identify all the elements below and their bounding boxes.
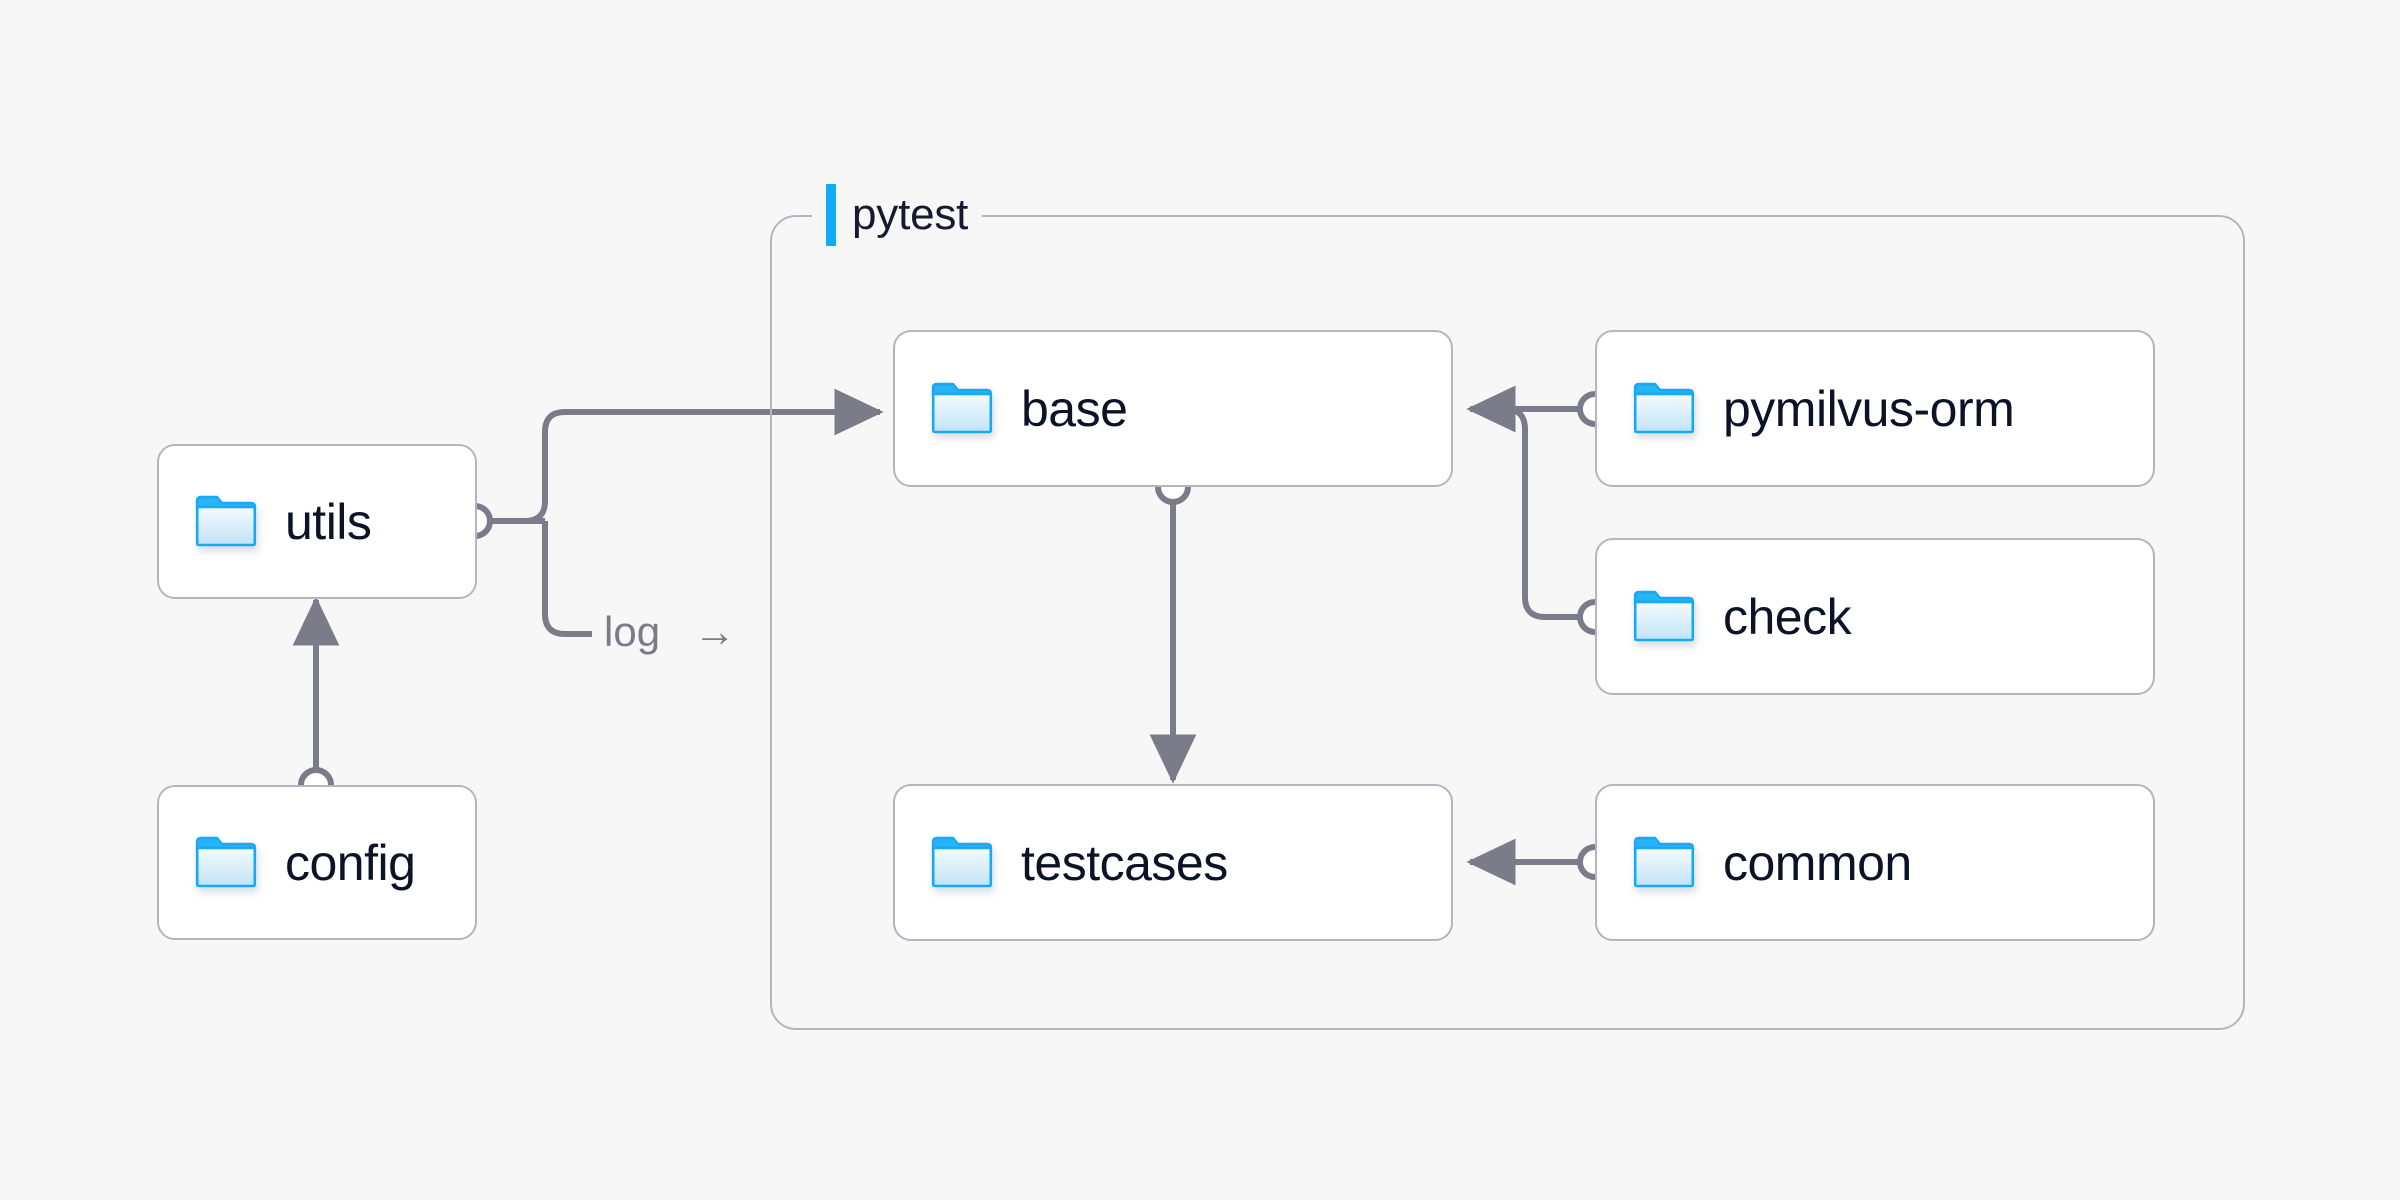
node-label-base: base [1021,380,1128,437]
node-config[interactable]: config [157,785,477,940]
node-base[interactable]: base [893,330,1453,487]
node-label-utils: utils [285,493,372,550]
folder-icon [195,836,257,887]
node-pymilvus-orm[interactable]: pymilvus-orm [1595,330,2155,487]
pytest-group-label: pytest [812,183,983,247]
node-label-config: config [285,834,416,891]
node-testcases[interactable]: testcases [893,784,1453,941]
folder-icon [931,836,993,887]
edge-config-to-utils [292,596,340,803]
edge-label-log-text: log [604,608,661,655]
node-label-check: check [1723,588,1852,645]
node-utils[interactable]: utils [157,444,477,599]
node-label-pymilvus-orm: pymilvus-orm [1723,380,2015,437]
node-check[interactable]: check [1595,538,2155,695]
node-common[interactable]: common [1595,784,2155,941]
folder-icon [931,382,993,433]
edge-utils-to-log [542,520,592,637]
pytest-group-container [770,215,2245,1030]
folder-icon [1633,590,1695,641]
arrow-right-icon: → [693,608,736,655]
folder-icon [195,495,257,546]
accent-bar-icon [826,184,836,246]
folder-icon [1633,836,1695,887]
folder-icon [1633,382,1695,433]
node-label-common: common [1723,834,1912,891]
edge-label-log: log → [604,608,736,656]
node-label-testcases: testcases [1021,834,1228,891]
pytest-group-title: pytest [852,190,969,239]
